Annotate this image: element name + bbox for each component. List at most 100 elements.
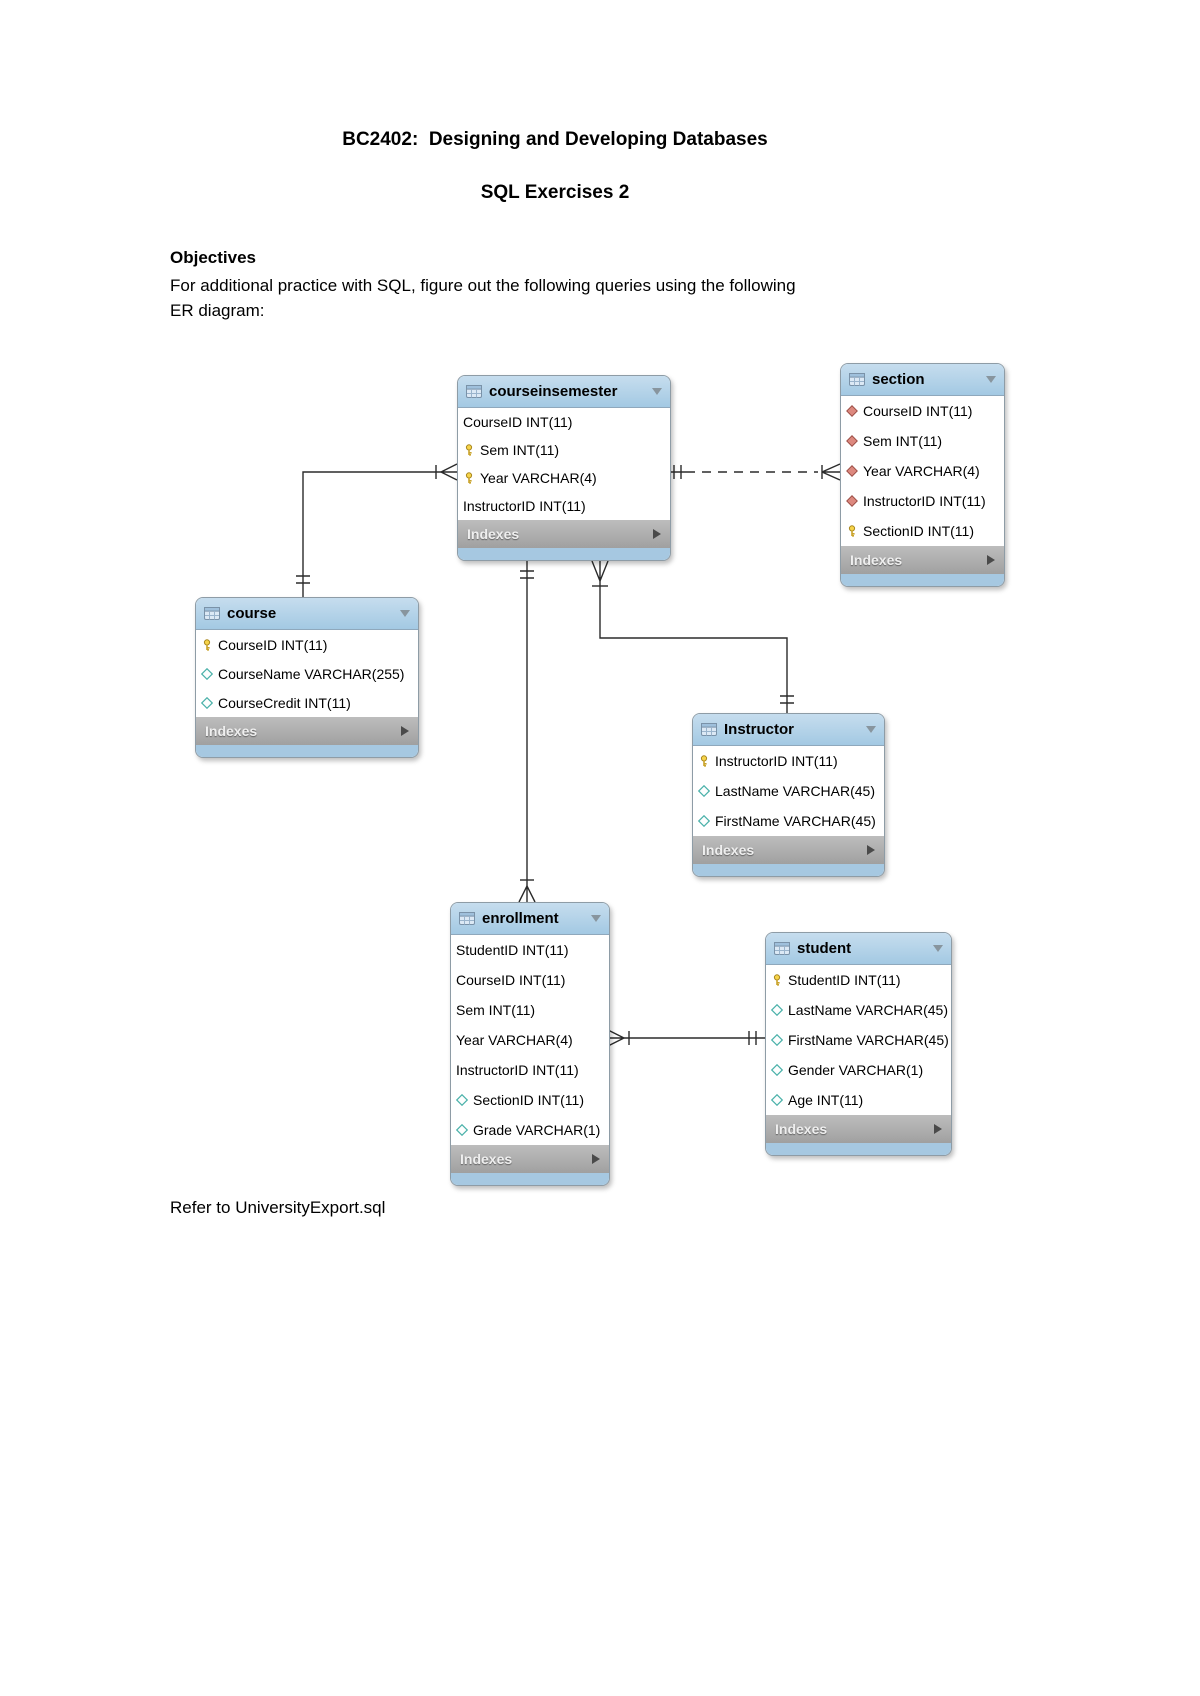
indexes-label: Indexes [467, 526, 520, 542]
column-label: StudentID INT(11) [788, 972, 901, 988]
indexes-label: Indexes [460, 1151, 513, 1167]
table-bottom-strip [458, 548, 670, 560]
indexes-row: Indexes [458, 520, 670, 548]
column-row: InstructorID INT(11) [451, 1055, 609, 1085]
column-row: InstructorID INT(11) [458, 492, 670, 520]
column-row: CourseID INT(11) [458, 408, 670, 436]
indexes-row: Indexes [196, 717, 418, 745]
column-label: Sem INT(11) [863, 433, 943, 449]
expand-arrow-icon [867, 845, 875, 855]
table-bottom-strip [766, 1143, 951, 1155]
nullable-column-icon [698, 815, 710, 827]
column-label: CourseCredit INT(11) [218, 694, 351, 711]
column-label: SectionID INT(11) [473, 1092, 584, 1108]
column-row: Grade VARCHAR(1) [451, 1115, 609, 1145]
column-label: Grade VARCHAR(1) [473, 1122, 601, 1138]
column-label: InstructorID INT(11) [863, 493, 986, 509]
column-label: InstructorID INT(11) [463, 498, 586, 514]
nullable-column-icon [698, 785, 710, 797]
indexes-row: Indexes [693, 836, 884, 864]
table-name: student [797, 940, 852, 957]
relationship-courseinsemester-enrollment [518, 561, 536, 903]
primary-key-icon [201, 639, 213, 651]
column-row: CourseID INT(11) [841, 396, 1004, 426]
column-label: FirstName VARCHAR(45) [715, 813, 876, 829]
chevron-down-icon [652, 388, 662, 395]
column-row: LastName VARCHAR(45) [693, 776, 884, 806]
table-bottom-strip [451, 1173, 609, 1185]
nullable-column-icon [771, 1064, 783, 1076]
nullable-column-icon [771, 1034, 783, 1046]
column-label: StudentID INT(11) [456, 942, 569, 958]
column-label: LastName VARCHAR(45) [715, 783, 876, 799]
nullable-column-icon [771, 1094, 783, 1106]
foreign-key-icon [846, 405, 858, 417]
column-label: InstructorID INT(11) [715, 753, 838, 769]
table-name: enrollment [482, 910, 559, 927]
column-row: CourseID INT(11) [196, 630, 418, 659]
table-icon [204, 607, 220, 620]
table-bottom-strip [841, 574, 1004, 586]
column-row: Gender VARCHAR(1) [766, 1055, 951, 1085]
column-row: CourseID INT(11) [451, 965, 609, 995]
column-label: InstructorID INT(11) [456, 1062, 579, 1078]
table-icon [701, 723, 717, 736]
column-label: FirstName VARCHAR(45) [788, 1032, 949, 1048]
column-row: Age INT(11) [766, 1085, 951, 1115]
table-icon [774, 942, 790, 955]
table-course: course CourseID INT(11) CourseName VARCH… [195, 597, 419, 758]
nullable-column-icon [201, 697, 213, 709]
relationship-courseinsemester-section [669, 463, 841, 481]
foreign-key-icon [846, 465, 858, 477]
chevron-down-icon [866, 726, 876, 733]
table-header: course [196, 598, 418, 630]
indexes-label: Indexes [702, 842, 755, 858]
primary-key-icon [463, 444, 475, 456]
objectives-heading: Objectives [170, 248, 256, 267]
foreign-key-icon [846, 495, 858, 507]
primary-key-icon [463, 472, 475, 484]
table-name: course [227, 605, 277, 622]
table-instructor: Instructor InstructorID INT(11) LastName… [692, 713, 885, 877]
document-title: BC2402: Designing and Developing Databas… [342, 129, 768, 150]
indexes-row: Indexes [841, 546, 1004, 574]
column-row: StudentID INT(11) [451, 935, 609, 965]
relationship-instructor-courseinsemester [591, 560, 794, 713]
table-bottom-strip [196, 745, 418, 757]
column-row: InstructorID INT(11) [841, 486, 1004, 516]
table-courseinsemester: courseinsemester CourseID INT(11) Sem IN… [457, 375, 671, 561]
column-row: SectionID INT(11) [451, 1085, 609, 1115]
column-row: SectionID INT(11) [841, 516, 1004, 546]
column-label: Sem INT(11) [456, 1002, 536, 1018]
table-header: student [766, 933, 951, 965]
indexes-row: Indexes [766, 1115, 951, 1143]
expand-arrow-icon [592, 1154, 600, 1164]
column-label: LastName VARCHAR(45) [788, 1002, 949, 1018]
column-row: Sem INT(11) [841, 426, 1004, 456]
column-row: FirstName VARCHAR(45) [766, 1025, 951, 1055]
column-row: Year VARCHAR(4) [841, 456, 1004, 486]
column-row: CourseCredit INT(11) [196, 688, 418, 717]
table-header: section [841, 364, 1004, 396]
table-name: courseinsemester [489, 383, 618, 400]
column-label: SectionID INT(11) [863, 523, 974, 539]
relationship-student-enrollment [607, 1029, 765, 1047]
column-row: Year VARCHAR(4) [451, 1025, 609, 1055]
table-header: courseinsemester [458, 376, 670, 408]
nullable-column-icon [456, 1124, 468, 1136]
objectives-text-line2: ER diagram: [170, 301, 265, 320]
column-label: Year VARCHAR(4) [456, 1032, 573, 1048]
column-label: CourseID INT(11) [456, 972, 566, 988]
objectives-text-line1: For additional practice with SQL, figure… [170, 276, 796, 295]
nullable-column-icon [201, 668, 213, 680]
indexes-label: Indexes [775, 1121, 828, 1137]
expand-arrow-icon [934, 1124, 942, 1134]
nullable-column-icon [771, 1004, 783, 1016]
expand-arrow-icon [987, 555, 995, 565]
indexes-label: Indexes [850, 552, 903, 568]
foreign-key-icon [846, 435, 858, 447]
column-label: CourseID INT(11) [863, 403, 973, 419]
table-header: enrollment [451, 903, 609, 935]
column-row: FirstName VARCHAR(45) [693, 806, 884, 836]
